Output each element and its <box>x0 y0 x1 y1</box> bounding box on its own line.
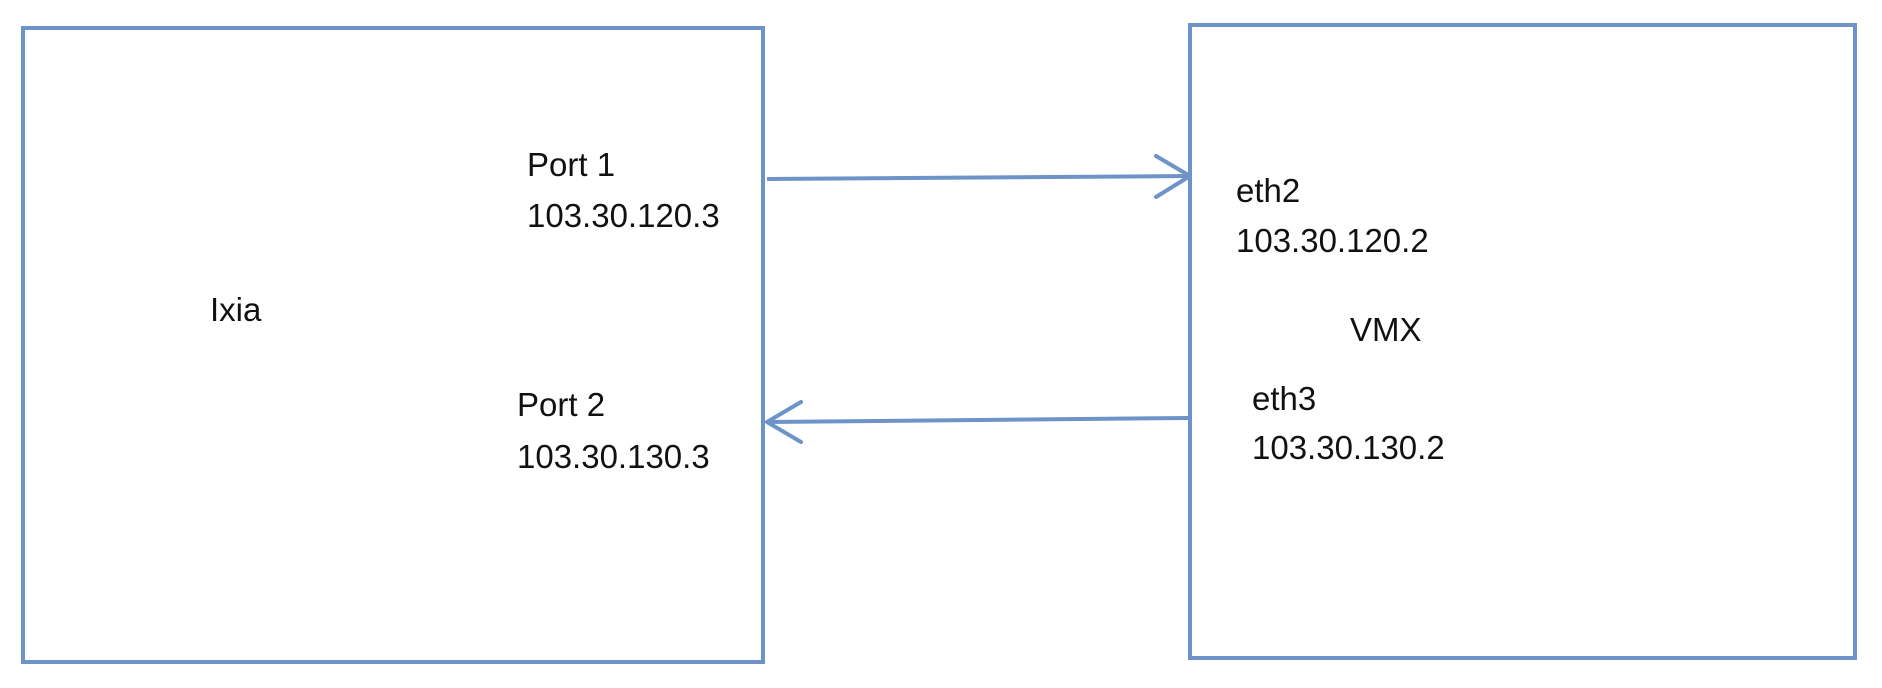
vmx-label: VMX <box>1350 311 1422 348</box>
port1-label: Port 1 <box>527 146 616 183</box>
port1-ip: 103.30.120.3 <box>527 197 720 234</box>
ixia-label: Ixia <box>210 291 262 328</box>
arrow-eth3-to-port2 <box>765 400 1189 444</box>
eth3-label: eth3 <box>1252 380 1317 417</box>
port2-ip: 103.30.130.3 <box>517 438 710 475</box>
eth3-ip: 103.30.130.2 <box>1252 429 1445 466</box>
arrow-port1-to-eth2 <box>766 154 1192 199</box>
port2-label: Port 2 <box>517 386 606 423</box>
eth2-label: eth2 <box>1236 172 1301 209</box>
vmx-box <box>1188 23 1857 660</box>
eth2-ip: 103.30.120.2 <box>1236 222 1429 259</box>
ixia-box <box>21 26 765 664</box>
